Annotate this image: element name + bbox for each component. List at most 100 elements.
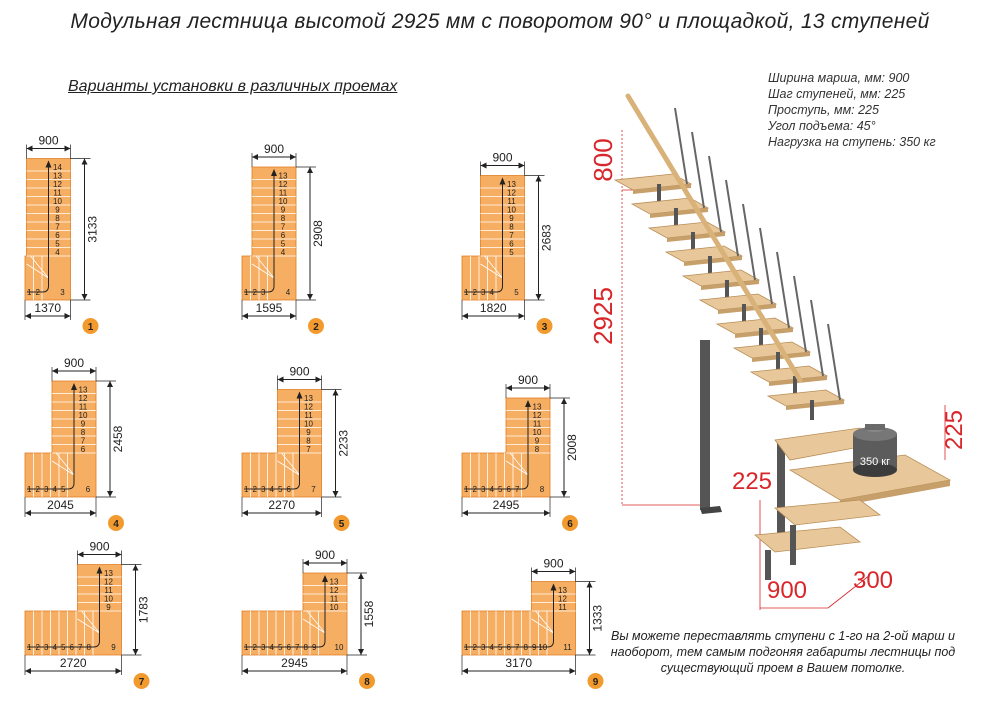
winder-line	[302, 618, 326, 634]
step-number: 13	[558, 586, 567, 595]
height-dim: 1558	[362, 600, 376, 627]
arrow-head	[277, 376, 284, 383]
step-number: 4	[53, 485, 58, 494]
step-number: 4	[490, 643, 495, 652]
top-width-dim: 900	[492, 151, 512, 165]
step-number: 1	[244, 485, 249, 494]
arrow-head	[561, 491, 567, 497]
winder-line	[535, 610, 554, 634]
variant-badge	[108, 515, 124, 531]
walk-line	[244, 579, 326, 648]
winder-line	[281, 452, 300, 476]
walk-arrow	[96, 566, 103, 574]
arrow-head	[25, 313, 31, 319]
step-number: 13	[304, 394, 313, 403]
arrow-head	[586, 581, 593, 588]
step-number: 8	[55, 214, 60, 223]
step-number: 8	[304, 643, 309, 652]
dim-bottom-width: 900	[767, 577, 807, 604]
step-number: 8	[509, 223, 514, 232]
arrow-head	[462, 313, 468, 319]
arrow-head	[303, 560, 309, 566]
step-number: 4	[281, 248, 286, 257]
page-title: Модульная лестница высотой 2925 мм с пов…	[70, 10, 930, 33]
step-number: 12	[558, 595, 567, 604]
arrow-head	[315, 376, 322, 383]
center-post	[777, 440, 785, 540]
baluster	[691, 131, 705, 209]
variant-badge	[82, 318, 99, 334]
step-number: 8	[540, 485, 545, 494]
variant-number: 8	[364, 677, 370, 688]
arrow-head	[132, 649, 139, 655]
step-number: 2	[36, 288, 41, 297]
dim-guide	[827, 574, 871, 609]
step-number: 3	[481, 485, 486, 494]
arrow-head	[64, 145, 71, 152]
spec-width: Ширина марша, мм: 900	[768, 71, 910, 85]
arrow-head	[462, 510, 468, 516]
tread-edge	[752, 352, 810, 362]
rearrange-note: Вы можете переставлять ступени с 1-го на…	[610, 629, 956, 675]
step-number: 8	[306, 437, 311, 446]
arrow-head	[462, 668, 468, 674]
step-number: 2	[473, 643, 478, 652]
height-dim: 1783	[137, 596, 151, 623]
top-width-dim: 900	[543, 557, 563, 571]
baluster	[725, 179, 739, 257]
top-width-dim: 900	[518, 373, 538, 387]
step-number: 9	[55, 206, 60, 215]
step-number: 10	[104, 595, 113, 604]
step-number: 3	[44, 485, 49, 494]
height-dim: 2233	[337, 430, 351, 457]
variant-number: 2	[313, 322, 319, 333]
step-number: 11	[104, 586, 113, 595]
arrow-head	[332, 389, 339, 396]
arrow-head	[535, 175, 542, 182]
variant-number: 1	[88, 322, 94, 333]
step-number: 3	[481, 643, 486, 652]
handrail	[625, 93, 803, 383]
step-number: 6	[55, 231, 60, 240]
walk-arrow	[296, 391, 303, 399]
step-number: 3	[60, 288, 65, 297]
width-dim: 2495	[493, 498, 520, 512]
step-number: 10	[53, 197, 62, 206]
spec-step-rise: Шаг ступеней, мм: 225	[768, 87, 906, 101]
step-number: 12	[104, 578, 113, 587]
step-number: 5	[281, 240, 286, 249]
width-dim: 2045	[47, 498, 74, 512]
step-number: 1	[244, 288, 249, 297]
baluster	[742, 203, 756, 281]
width-dim: 3170	[505, 656, 532, 670]
dim-step-depth: 225	[732, 468, 772, 495]
step-number: 6	[287, 643, 292, 652]
step-number: 10	[538, 643, 547, 652]
winder-line	[484, 255, 503, 279]
arrow-head	[518, 162, 525, 169]
specs-list: Ширина марша, мм: 900 Шаг ступеней, мм: …	[768, 70, 936, 150]
tread-edge	[735, 328, 793, 338]
step-number: 3	[261, 485, 266, 494]
step-number: 10	[507, 206, 516, 215]
arrow-head	[307, 167, 313, 173]
step-number: 3	[44, 643, 49, 652]
variant-badge	[133, 673, 150, 689]
step-number: 6	[287, 485, 292, 494]
arrow-head	[569, 668, 576, 674]
step-number: 7	[515, 643, 520, 652]
step-number: 1	[464, 485, 469, 494]
step-number: 11	[507, 197, 516, 206]
step-number: 6	[70, 643, 75, 652]
arrow-head	[242, 668, 248, 674]
baluster	[776, 251, 790, 329]
winder-line	[77, 618, 100, 634]
step-number: 9	[106, 603, 111, 612]
step-number: 1	[27, 643, 32, 652]
width-dim: 1370	[34, 301, 61, 315]
step-number: 6	[81, 445, 86, 454]
width-dim: 1820	[480, 301, 507, 315]
variant-number: 7	[139, 677, 145, 688]
